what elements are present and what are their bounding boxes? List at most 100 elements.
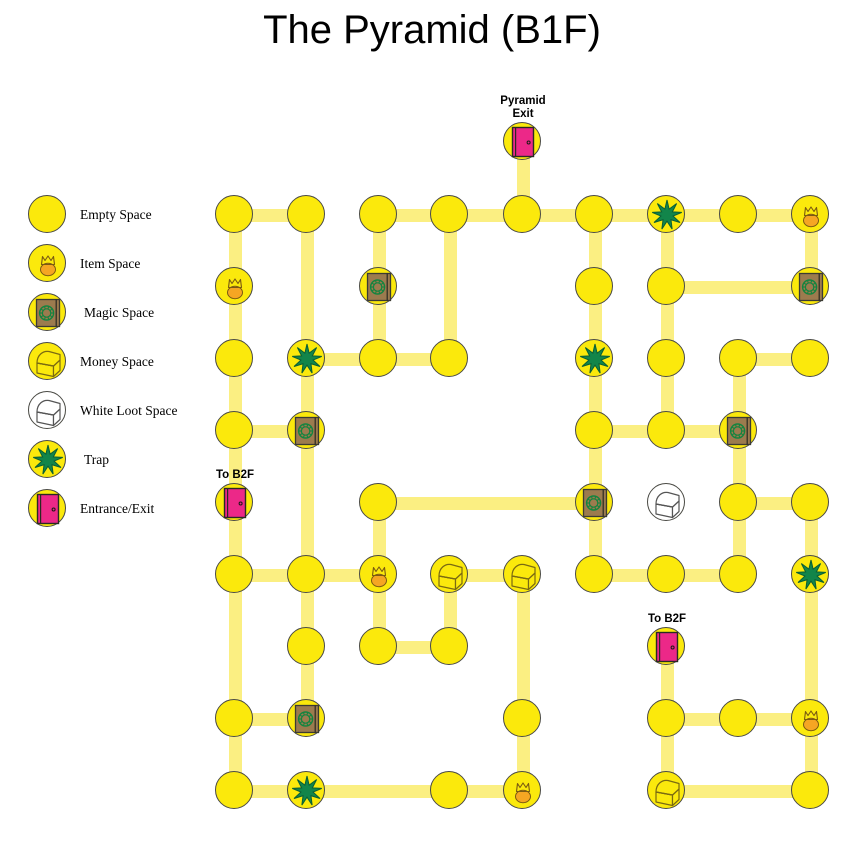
map-node-money[interactable] <box>503 555 543 595</box>
corridor <box>307 784 450 798</box>
map-node-trap[interactable] <box>791 555 831 595</box>
node-disc <box>647 339 685 377</box>
map-node-empty[interactable] <box>503 699 543 739</box>
map-node-empty[interactable] <box>215 411 255 451</box>
node-disc <box>575 411 613 449</box>
map-node-door[interactable]: To B2F <box>215 469 255 523</box>
map-node-empty[interactable] <box>359 483 399 523</box>
node-disc <box>28 194 66 233</box>
node-disc <box>287 195 325 233</box>
map-node-trap[interactable] <box>647 195 687 235</box>
map-node-whiteloot[interactable] <box>647 483 687 523</box>
map-node-magic[interactable] <box>287 411 327 451</box>
node-label: To B2F <box>647 612 687 625</box>
map-node-trap[interactable] <box>287 771 327 811</box>
legend-item-label: Trap <box>84 451 110 467</box>
map-node-trap[interactable] <box>575 339 615 379</box>
map-node-empty[interactable] <box>719 555 759 595</box>
money-space-icon <box>511 563 536 591</box>
legend-item-label: Money Space <box>80 353 154 369</box>
map-node-money[interactable] <box>647 771 687 811</box>
map-node-empty[interactable] <box>359 339 399 379</box>
map-node-door[interactable]: To B2F <box>647 613 687 667</box>
node-disc <box>359 627 397 665</box>
money-space-icon <box>36 350 61 377</box>
map-node-empty[interactable] <box>575 555 615 595</box>
map-node-empty[interactable] <box>215 699 255 739</box>
map-node-empty[interactable] <box>647 411 687 451</box>
node-disc <box>287 555 325 593</box>
node-disc <box>215 555 253 593</box>
legend-item-whiteloot: White Loot Space <box>28 386 218 435</box>
node-disc <box>647 555 685 593</box>
map-node-empty[interactable] <box>430 627 470 667</box>
map-node-item[interactable] <box>359 555 399 595</box>
node-disc <box>215 771 253 809</box>
map-node-empty[interactable] <box>647 267 687 307</box>
map-node-empty[interactable] <box>215 339 255 379</box>
node-disc <box>791 339 829 377</box>
map-node-empty[interactable] <box>791 339 831 379</box>
legend-item-item: Item Space <box>28 239 218 288</box>
page-title: The Pyramid (B1F) <box>263 8 601 52</box>
map-node-item[interactable] <box>791 195 831 235</box>
map-node-empty[interactable] <box>503 195 543 235</box>
map-node-empty[interactable] <box>430 195 470 235</box>
map-node-empty[interactable] <box>215 195 255 235</box>
map-node-empty[interactable] <box>430 771 470 811</box>
map-node-empty[interactable] <box>287 627 327 667</box>
map-node-magic[interactable] <box>575 483 615 523</box>
map-node-magic[interactable] <box>719 411 759 451</box>
node-disc <box>791 771 829 809</box>
node-disc <box>719 339 757 377</box>
map-node-empty[interactable] <box>791 771 831 811</box>
map-node-empty[interactable] <box>575 411 615 451</box>
map-node-empty[interactable] <box>575 195 615 235</box>
map-node-item[interactable] <box>503 771 543 811</box>
node-disc <box>287 627 325 665</box>
map-node-magic[interactable] <box>359 267 399 307</box>
map-node-empty[interactable] <box>719 195 759 235</box>
map-node-trap[interactable] <box>287 339 327 379</box>
map-node-empty[interactable] <box>647 339 687 379</box>
map-node-empty[interactable] <box>647 699 687 739</box>
map-node-magic[interactable] <box>791 267 831 307</box>
entrance-exit-icon <box>36 493 60 524</box>
map-node-empty[interactable] <box>430 339 470 379</box>
trap-icon <box>796 559 826 590</box>
map-node-money[interactable] <box>430 555 470 595</box>
legend-item-door: Entrance/Exit <box>28 484 218 533</box>
entrance-exit-icon <box>223 487 247 519</box>
map-node-empty[interactable] <box>575 267 615 307</box>
node-disc <box>430 195 468 233</box>
magic-space-icon <box>294 704 320 734</box>
map-node-empty[interactable] <box>287 195 327 235</box>
map-node-magic[interactable] <box>287 699 327 739</box>
corridor <box>804 575 818 719</box>
node-disc <box>647 699 685 737</box>
corridor <box>443 215 457 359</box>
legend-item-trap: Trap <box>28 435 218 484</box>
map-node-empty[interactable] <box>647 555 687 595</box>
map-node-empty[interactable] <box>719 339 759 379</box>
map-node-empty[interactable] <box>359 195 399 235</box>
map-node-item[interactable] <box>215 267 255 307</box>
map-node-item[interactable] <box>791 699 831 739</box>
trap-icon <box>652 199 682 230</box>
money-space-icon <box>438 563 463 591</box>
map-node-empty[interactable] <box>719 483 759 523</box>
map-node-empty[interactable] <box>287 555 327 595</box>
item-space-icon <box>227 278 243 300</box>
map-node-empty[interactable] <box>215 555 255 595</box>
map-node-empty[interactable] <box>359 627 399 667</box>
corridor <box>667 280 811 294</box>
map-node-empty[interactable] <box>719 699 759 739</box>
map-node-empty[interactable] <box>791 483 831 523</box>
node-disc <box>430 627 468 665</box>
trap-icon <box>580 343 610 374</box>
map-node-empty[interactable] <box>215 771 255 811</box>
white-loot-space-icon <box>28 390 68 431</box>
entrance-exit-icon <box>28 488 68 529</box>
